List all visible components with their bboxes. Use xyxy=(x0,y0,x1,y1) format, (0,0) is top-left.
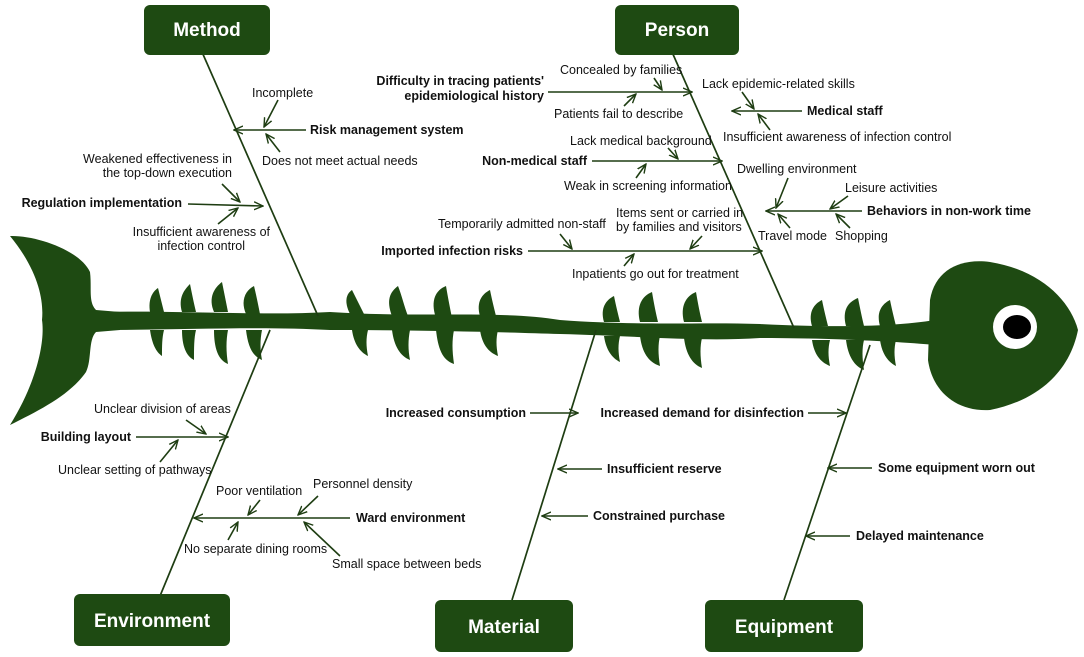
items-sent-line2: by families and visitors xyxy=(616,220,742,234)
incomplete-label: Incomplete xyxy=(252,86,313,100)
items-sent-line1: Items sent or carried in xyxy=(616,206,743,220)
unclear-pathways-label: Unclear setting of pathways xyxy=(58,463,212,477)
building-layout-label: Building layout xyxy=(41,430,132,444)
poor-ventilation-label: Poor ventilation xyxy=(216,484,302,498)
weakened-line1: Weakened effectiveness in xyxy=(83,152,232,166)
environment-branches: Building layout Unclear division of area… xyxy=(41,402,482,571)
no-dining-label: No separate dining rooms xyxy=(184,542,327,556)
unclear-division-label: Unclear division of areas xyxy=(94,402,231,416)
fish-eye-pupil xyxy=(1003,315,1031,339)
concealed-label: Concealed by families xyxy=(560,63,682,77)
inpatients-label: Inpatients go out for treatment xyxy=(572,267,739,281)
person-branches: Difficulty in tracing patients' epidemio… xyxy=(376,63,1031,281)
increased-demand-label: Increased demand for disinfection xyxy=(600,406,804,420)
person-insufficient-label: Insufficient awareness of infection cont… xyxy=(723,130,951,144)
fish-tail xyxy=(10,235,120,425)
ward-environment-label: Ward environment xyxy=(356,511,466,525)
weak-screening-label: Weak in screening information xyxy=(564,179,732,193)
method-branches: Risk management system Incomplete Does n… xyxy=(22,86,464,253)
insufficient-reserve-label: Insufficient reserve xyxy=(607,462,722,476)
weakened-line2: the top-down execution xyxy=(103,166,232,180)
fish-spine xyxy=(95,311,935,345)
category-material: Material xyxy=(435,600,573,652)
difficulty-line2: epidemiological history xyxy=(404,89,544,103)
fish-spines xyxy=(149,282,896,370)
main-ribs xyxy=(159,51,871,601)
equipment-branches: Increased demand for disinfection Some e… xyxy=(600,406,1035,543)
temp-admitted-label: Temporarily admitted non-staff xyxy=(438,217,606,231)
category-method: Method xyxy=(144,5,270,55)
constrained-purchase-label: Constrained purchase xyxy=(593,509,725,523)
lack-medical-label: Lack medical background xyxy=(570,134,712,148)
imported-label: Imported infection risks xyxy=(381,244,523,258)
material-branches: Increased consumption Insufficient reser… xyxy=(386,406,725,523)
difficulty-line1: Difficulty in tracing patients' xyxy=(376,74,544,88)
behaviors-label: Behaviors in non-work time xyxy=(867,204,1031,218)
regulation-label: Regulation implementation xyxy=(22,196,182,210)
fail-describe-label: Patients fail to describe xyxy=(554,107,683,121)
travel-label: Travel mode xyxy=(758,229,827,243)
shopping-label: Shopping xyxy=(835,229,888,243)
method-insufficient-line1: Insufficient awareness of xyxy=(133,225,271,239)
leisure-label: Leisure activities xyxy=(845,181,937,195)
category-material-label: Material xyxy=(468,617,540,638)
category-person-label: Person xyxy=(645,20,709,41)
non-medical-label: Non-medical staff xyxy=(482,154,588,168)
worn-out-label: Some equipment worn out xyxy=(878,461,1036,475)
category-equipment: Equipment xyxy=(705,600,863,652)
category-method-label: Method xyxy=(173,20,241,41)
category-environment: Environment xyxy=(74,594,230,646)
category-equipment-label: Equipment xyxy=(735,617,834,638)
fish-skeleton xyxy=(10,235,1078,425)
delayed-maintenance-label: Delayed maintenance xyxy=(856,529,984,543)
increased-consumption-label: Increased consumption xyxy=(386,406,526,420)
category-environment-label: Environment xyxy=(94,611,211,632)
category-person: Person xyxy=(615,5,739,55)
small-space-label: Small space between beds xyxy=(332,557,481,571)
dwelling-label: Dwelling environment xyxy=(737,162,857,176)
lack-epidemic-label: Lack epidemic-related skills xyxy=(702,77,855,91)
method-insufficient-line2: infection control xyxy=(157,239,245,253)
not-meet-needs-label: Does not meet actual needs xyxy=(262,154,418,168)
personnel-density-label: Personnel density xyxy=(313,477,413,491)
medical-staff-label: Medical staff xyxy=(807,104,884,118)
risk-management-label: Risk management system xyxy=(310,123,464,137)
